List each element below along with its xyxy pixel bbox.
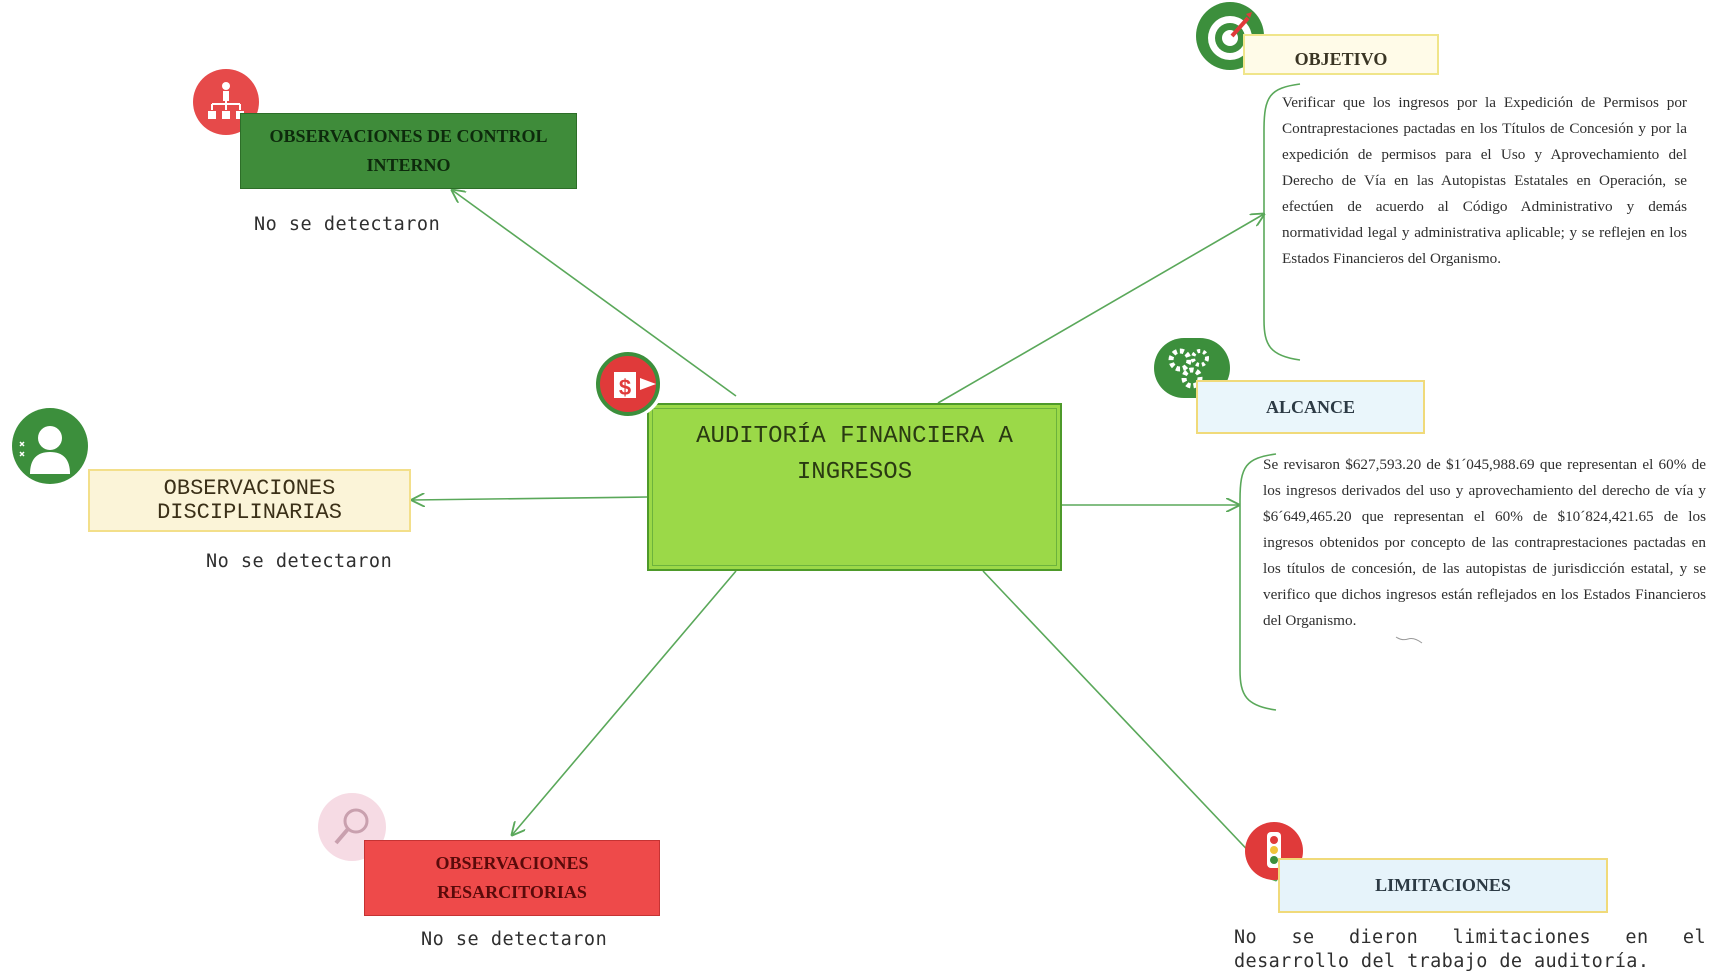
limitaciones-text: No se dieron limitaciones en el desarrol…	[1234, 927, 1706, 972]
control-interno-label: OBSERVACIONES DE CONTROL INTERNO	[269, 126, 548, 175]
resarcitorias-node: OBSERVACIONES RESARCITORIAS	[364, 840, 660, 916]
resarcitorias-note: No se detectaron	[421, 929, 608, 950]
objetivo-label: OBJETIVO	[1294, 49, 1388, 69]
disciplinarias-node: OBSERVACIONES DISCIPLINARIAS	[88, 469, 411, 532]
disciplinarias-label: OBSERVACIONES DISCIPLINARIAS	[157, 475, 342, 525]
limitaciones-label: LIMITACIONES	[1375, 875, 1511, 895]
alcance-label: ALCANCE	[1265, 396, 1355, 417]
limitaciones-node: LIMITACIONES	[1278, 858, 1608, 913]
edge-disciplinarias	[412, 497, 648, 500]
edge-control-interno	[452, 190, 737, 397]
central-node-title: AUDITORÍA FINANCIERA A INGRESOS	[696, 423, 1013, 486]
alcance-text: Se revisaron $627,593.20 de $1´045,988.6…	[1263, 456, 1706, 629]
person-icon	[12, 408, 88, 484]
brace-objetivo	[1263, 83, 1301, 361]
hand-money-icon: $	[596, 350, 664, 418]
objetivo-text: Verificar que los ingresos por la Expedi…	[1282, 94, 1687, 267]
scan-mark	[1395, 636, 1423, 644]
svg-text:$: $	[619, 375, 631, 400]
edge-resarcitorias	[512, 570, 737, 835]
brace-alcance	[1239, 453, 1277, 711]
alcance-node: ALCANCE	[1196, 380, 1425, 434]
control-interno-node: OBSERVACIONES DE CONTROL INTERNO	[240, 113, 577, 189]
control-interno-note: No se detectaron	[254, 214, 441, 235]
magnifier-icon	[318, 793, 386, 861]
disciplinarias-note: No se detectaron	[206, 551, 393, 572]
target-icon	[1196, 2, 1264, 70]
central-node: AUDITORÍA FINANCIERA A INGRESOS	[647, 403, 1062, 571]
objetivo-node: OBJETIVO	[1243, 34, 1439, 75]
edge-limitaciones	[982, 570, 1276, 880]
resarcitorias-label: OBSERVACIONES RESARCITORIAS	[435, 853, 589, 902]
edge-objetivo	[937, 214, 1264, 404]
